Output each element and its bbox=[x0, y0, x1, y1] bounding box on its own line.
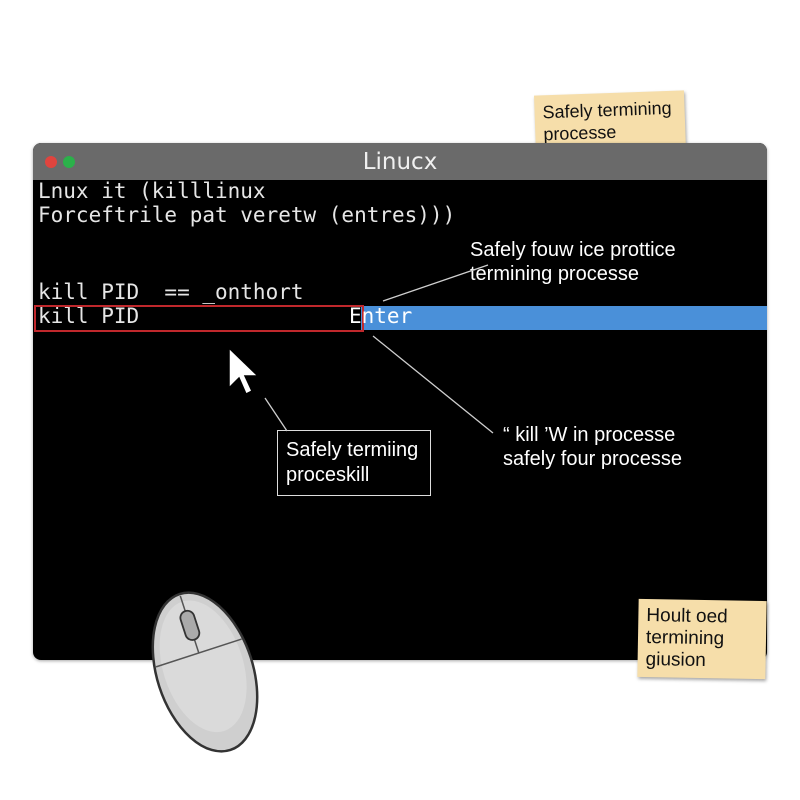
callout-boxed-line-2: proceskill bbox=[286, 464, 370, 486]
terminal-line-1: Lnux it (killlinux bbox=[38, 179, 266, 203]
maximize-button[interactable] bbox=[63, 156, 75, 168]
connector-line-bottom bbox=[372, 335, 494, 434]
callout-boxed-line-1: Safely termiing bbox=[286, 439, 419, 461]
enter-label: Enter bbox=[349, 304, 413, 328]
callout-bottom-right-line-1: “ kill ’W in processe bbox=[503, 424, 676, 446]
callout-bottom-right: “ kill ’W in processe safely four proces… bbox=[503, 423, 682, 471]
sticky-note-bottom-line-2: termining bbox=[645, 627, 725, 650]
sticky-note-bottom-line-3: giusion bbox=[645, 649, 707, 672]
mouse-pointer-icon bbox=[228, 346, 260, 396]
sticky-note-bottom: Hoult oed termining giusion bbox=[637, 598, 767, 680]
terminal-line-3: kill PID == _onthort bbox=[38, 280, 304, 304]
annotation-lines bbox=[228, 264, 494, 434]
command-outline bbox=[34, 305, 364, 332]
terminal-line-4[interactable]: kill PID bbox=[38, 304, 140, 328]
sticky-note-top-line-1: Safely termining bbox=[542, 97, 672, 123]
window-title: Linucx bbox=[362, 149, 438, 175]
connector-line-top bbox=[382, 264, 489, 302]
callout-top-right: Safely fouw ice prottice termining proce… bbox=[470, 238, 676, 286]
close-button[interactable] bbox=[45, 156, 57, 168]
connector-line-boxed bbox=[264, 397, 288, 432]
callout-boxed: Safely termiing proceskill bbox=[277, 430, 431, 496]
callout-top-right-line-2: termining processe bbox=[470, 263, 639, 285]
selected-command-segment bbox=[33, 306, 361, 330]
computer-mouse-icon bbox=[151, 591, 259, 753]
callout-bottom-right-line-2: safely four processe bbox=[503, 448, 682, 470]
callout-top-right-line-1: Safely fouw ice prottice bbox=[470, 239, 676, 261]
terminal-line-2: Forceftrile pat veretw (entres))) bbox=[38, 203, 456, 227]
sticky-note-bottom-line-1: Hoult oed bbox=[646, 605, 728, 628]
terminal-window[interactable]: Linucx Lnux it (killlinux Forceftrile pa… bbox=[33, 143, 767, 660]
title-bar[interactable]: Linucx bbox=[33, 143, 767, 180]
sticky-note-top-line-2: processe bbox=[543, 121, 617, 145]
